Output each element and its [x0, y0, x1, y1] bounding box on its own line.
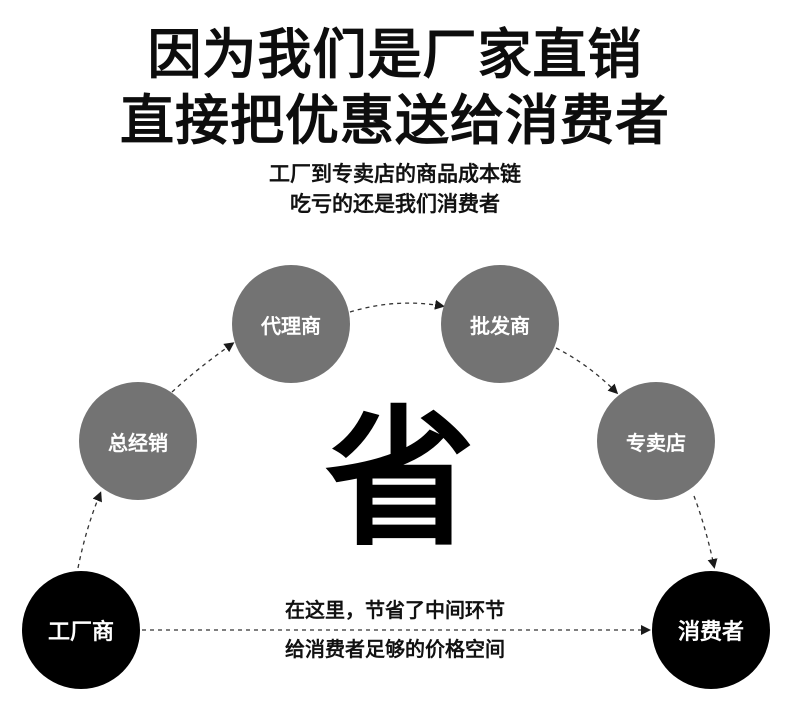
arrow-factory-to-general	[77, 491, 102, 569]
headline-line-2: 直接把优惠送给消费者	[120, 89, 670, 152]
node-agent: 代理商	[232, 265, 350, 383]
node-store: 专卖店	[597, 382, 715, 500]
save-character: 省	[324, 393, 475, 567]
node-consumer: 消费者	[652, 571, 770, 689]
arrow-store-to-consumer	[693, 495, 718, 569]
node-general-distributor: 总经销	[79, 382, 197, 500]
arrow-wholesale-to-store	[555, 347, 619, 395]
subheadline-line-2: 吃亏的还是我们消费者	[290, 192, 500, 216]
arrow-general-to-agent	[171, 342, 235, 393]
arrow-agent-to-wholesale	[349, 299, 445, 313]
headline-line-1: 因为我们是厂家直销	[147, 23, 643, 86]
bottom-note-line-1: 在这里，节省了中间环节	[285, 598, 505, 622]
subheadline-line-1: 工厂到专卖店的商品成本链	[269, 162, 521, 186]
node-factory: 工厂商	[22, 571, 140, 689]
bottom-note-line-2: 给消费者足够的价格空间	[285, 637, 505, 661]
node-wholesaler: 批发商	[441, 265, 559, 383]
